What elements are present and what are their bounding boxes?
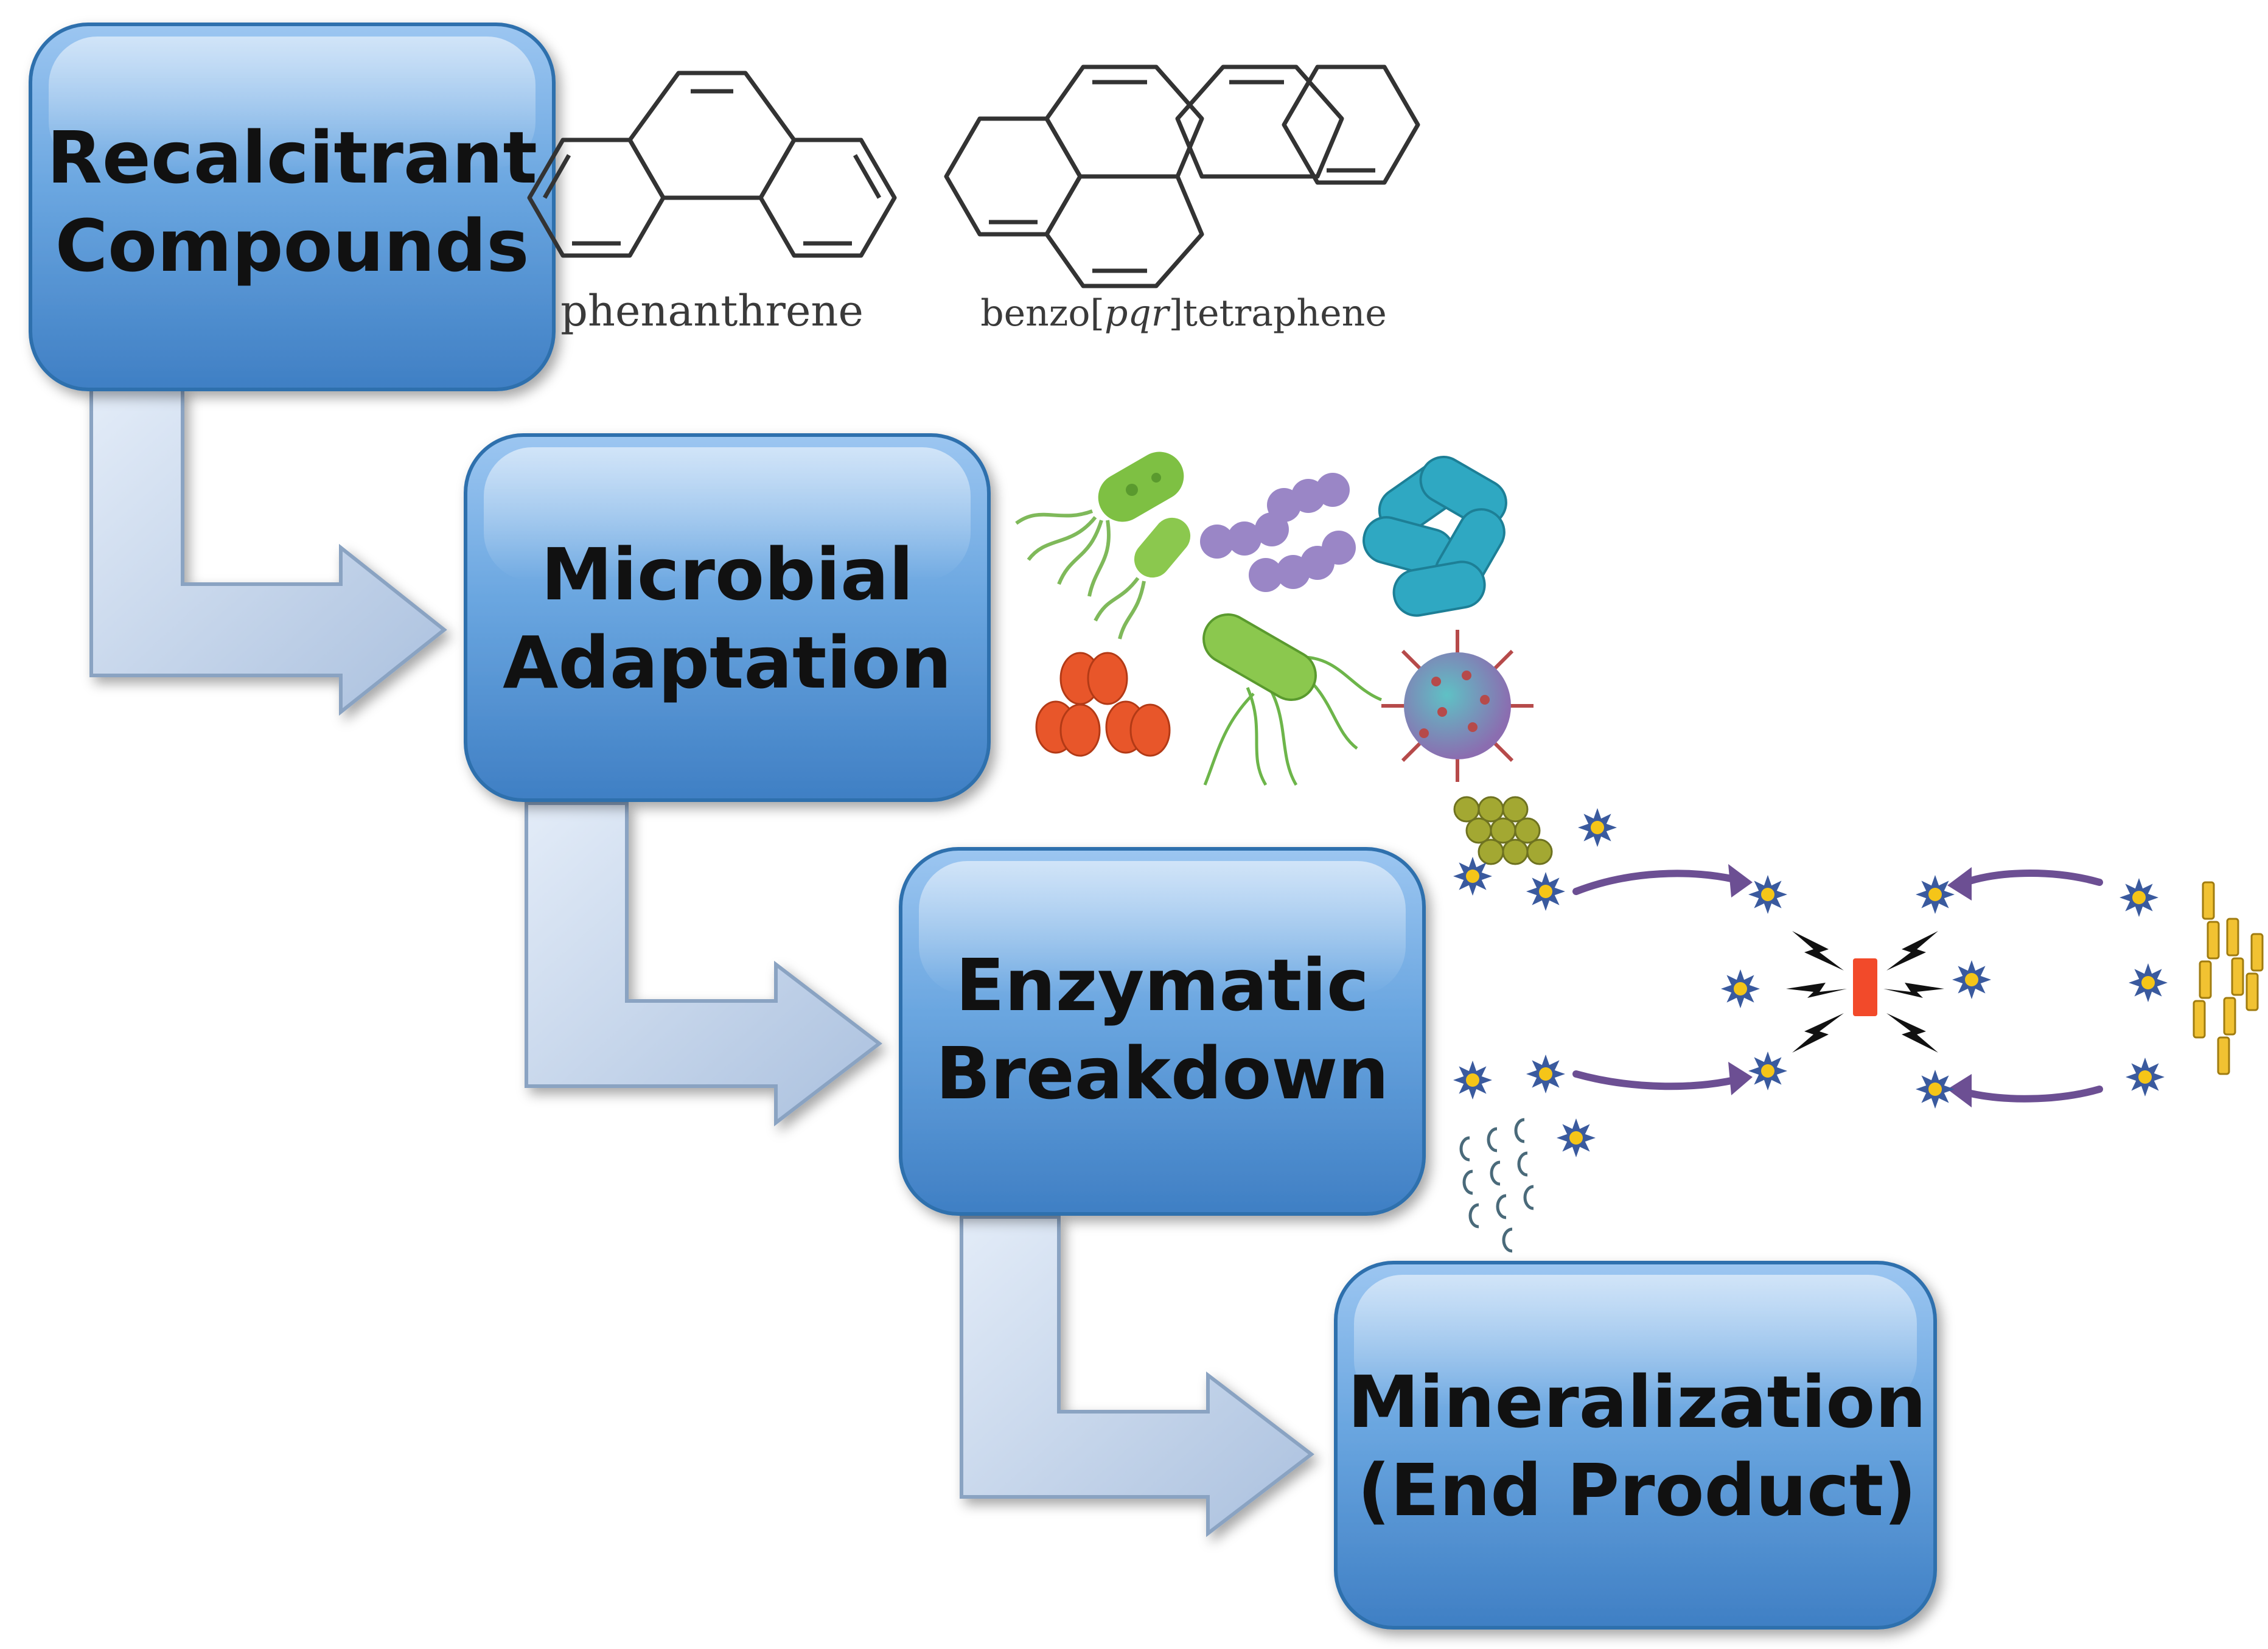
step-box-recalcitrant-compounds [29, 23, 556, 391]
substrate-star-icon [1721, 969, 1760, 1008]
substrate-star-icon [1748, 1051, 1787, 1090]
substrate-star-icon [1748, 875, 1787, 914]
pathway-arrow-top-left [1572, 870, 1738, 895]
connector-arrow-3 [960, 1215, 1314, 1538]
substrate-star-icon [2126, 1058, 2165, 1096]
step-1-label-line2: Compounds [55, 204, 529, 288]
pathway-arrows [1572, 870, 2103, 1103]
phenanthrene-structure [527, 71, 897, 258]
step-4-label-line1: Mineralization [1348, 1360, 1927, 1444]
substrate-particle-cluster [1453, 796, 1553, 865]
pathway-arrowheads [1728, 864, 1972, 1107]
pathway-arrow-bottom-right [1962, 1086, 2103, 1103]
phenanthrene-label: phenanthrene [560, 286, 864, 336]
pathway-arrow-bottom-left [1572, 1070, 1738, 1090]
step-2-label-line1: Microbial [541, 532, 913, 616]
virus-icon [1381, 630, 1534, 782]
step-box-enzymatic-breakdown [899, 847, 1426, 1216]
enzyme-block [1853, 958, 1877, 1016]
substrate-star-icon [1526, 872, 1565, 911]
substrate-star-icon [2129, 963, 2168, 1002]
benzo-italic: pqr [1104, 292, 1171, 335]
substrate-star-icon [1557, 1118, 1596, 1157]
cleavage-bolts [1786, 931, 1944, 1053]
streptococcus-chain-icon [1200, 473, 1356, 592]
step-3-label-line1: Enzymatic [955, 943, 1369, 1027]
pathway-arrow-top-right [1962, 870, 2103, 886]
step-2-label-line2: Adaptation [503, 621, 952, 705]
substrate-star-icon [1526, 1055, 1565, 1093]
flagellated-bacterium-icon [1015, 451, 1191, 640]
substrate-star-icon [1578, 808, 1617, 847]
enzymatic-breakdown-illustration [1453, 796, 2264, 1253]
benzo-pqr-tetraphene-label: benzo[pqr]tetraphene [980, 292, 1387, 335]
substrate-star-icon [2120, 878, 2158, 917]
substrate-star-icon [1453, 1061, 1492, 1100]
substrate-star-icon [1453, 857, 1492, 896]
benzo-suffix: ]tetraphene [1168, 292, 1386, 335]
step-1-label-line1: Recalcitrant [47, 116, 537, 200]
step-box-mineralization [1334, 1261, 1937, 1630]
connector-arrow-1 [89, 388, 447, 716]
substrate-star-icon [1916, 875, 1955, 914]
step-box-microbial-adaptation [464, 433, 991, 802]
benzo-prefix: benzo[ [980, 292, 1104, 335]
substrate-stars [1453, 808, 2168, 1157]
connector-arrow-2 [525, 801, 882, 1127]
rod-bacteria-cluster-icon [1363, 456, 1507, 617]
microbes-cluster [1015, 451, 1534, 786]
yellow-chain-fragments [2193, 881, 2264, 1075]
substrate-star-icon [1952, 960, 1991, 999]
step-4-label-line2: (End Product) [1358, 1448, 1917, 1532]
large-flagellated-bacterium-icon [1202, 613, 1382, 786]
substrate-star-icon [1916, 1070, 1955, 1109]
connector-arrows [89, 388, 1314, 1538]
step-3-label-line2: Breakdown [936, 1031, 1389, 1115]
diplococci-icon [1035, 652, 1171, 757]
benzo-pqr-tetraphene-structure [944, 64, 1420, 288]
crescent-fragments [1459, 1118, 1534, 1253]
